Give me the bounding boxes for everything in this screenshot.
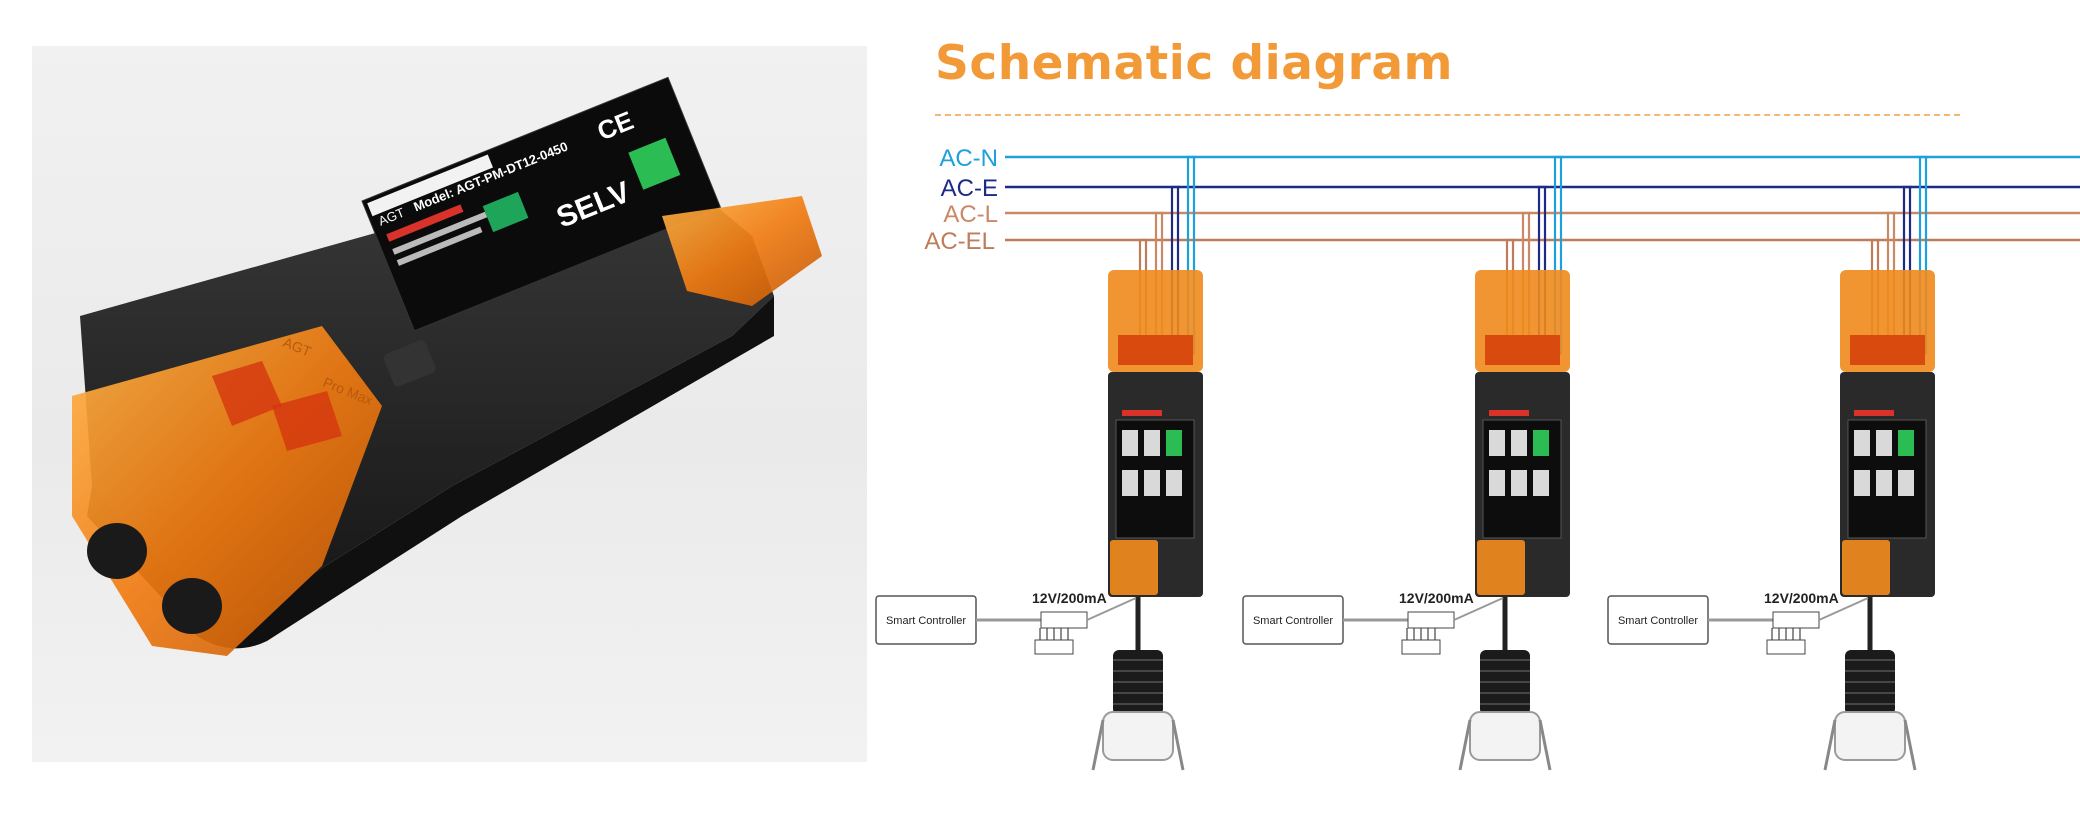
output-rating-label: 12V/200mA: [1032, 590, 1107, 606]
signal-lead: [1086, 597, 1137, 621]
label-mark: [1898, 470, 1914, 496]
page-title: Schematic diagram: [935, 36, 1454, 91]
terminal-cover-right: [662, 196, 822, 306]
label-mark: [1876, 470, 1892, 496]
output-rating-label: 12V/200mA: [1399, 590, 1474, 606]
mounting-spring: [1091, 719, 1185, 771]
label-mark: [1166, 470, 1182, 496]
product-photo-panel: AGT Model: AGT-PM-DT12-0450 SELV CE AGT …: [32, 46, 867, 762]
connector-port: [383, 340, 436, 387]
label-stripe: [1489, 410, 1529, 416]
label-mark: [1533, 470, 1549, 496]
output-cover: [1842, 540, 1890, 595]
downlight-trim: [1469, 711, 1541, 761]
bus-lines: [1005, 155, 2080, 242]
bus-ac-e-label: AC-E: [941, 175, 998, 202]
signal-connector: [1407, 611, 1455, 629]
connector-plug: [1766, 639, 1806, 655]
label-mark: [1489, 470, 1505, 496]
terminal-clamps: [1485, 335, 1560, 365]
smart-controller-label: Smart Controller: [1618, 615, 1698, 627]
label-mark: [1144, 430, 1160, 456]
title-divider: [935, 114, 1960, 116]
label-mark: [1854, 430, 1870, 456]
cover-ridge: [212, 361, 282, 426]
label-mark: [1122, 470, 1138, 496]
bus-ac-el-label: AC-EL: [924, 228, 995, 255]
label-stripe: [1854, 410, 1894, 416]
signal-connector: [1040, 611, 1088, 629]
smart-controller-label: Smart Controller: [1253, 615, 1333, 627]
cover-ridge: [272, 391, 342, 451]
label-stripe: [1122, 410, 1162, 416]
label-mark: [1166, 430, 1182, 456]
label-mark: [1144, 470, 1160, 496]
label-mark: [1854, 470, 1870, 496]
label-mark: [1533, 430, 1549, 456]
downlight-trim: [1834, 711, 1906, 761]
signal-lead: [1818, 597, 1869, 621]
signal-lead: [1453, 597, 1504, 621]
smart-controller-label: Smart Controller: [886, 615, 966, 627]
connector-plug: [1401, 639, 1441, 655]
label-mark: [1876, 430, 1892, 456]
terminal-clamps: [1118, 335, 1193, 365]
output-cover: [1477, 540, 1525, 595]
product-photo: AGT Model: AGT-PM-DT12-0450 SELV CE AGT …: [72, 76, 822, 656]
driver-unit: Smart Controller 12V/200mA: [1607, 155, 1935, 771]
label-mark: [1898, 430, 1914, 456]
cable-port-1: [87, 523, 147, 579]
mounting-spring: [1458, 719, 1552, 771]
driver-unit: Smart Controller 12V/200mA: [1242, 155, 1570, 771]
bus-labels: AC-N AC-EAC-LAC-EL: [924, 145, 998, 255]
terminal-clamps: [1850, 335, 1925, 365]
label-mark: [1489, 430, 1505, 456]
driver-label: AGT Model: AGT-PM-DT12-0450 SELV CE: [361, 76, 722, 332]
bus-ac-l-label: AC-L: [943, 201, 998, 228]
signal-connector: [1772, 611, 1820, 629]
cable-port-2: [162, 578, 222, 634]
downlight-trim: [1102, 711, 1174, 761]
mounting-spring: [1823, 719, 1917, 771]
label-mark: [1511, 430, 1527, 456]
output-rating-label: 12V/200mA: [1764, 590, 1839, 606]
bus-ac-n-label: AC-N: [939, 145, 998, 172]
label-mark: [1511, 470, 1527, 496]
driver-unit: Smart Controller 12V/200mA: [875, 155, 1203, 771]
output-cover: [1110, 540, 1158, 595]
connector-plug: [1034, 639, 1074, 655]
label-mark: [1122, 430, 1138, 456]
